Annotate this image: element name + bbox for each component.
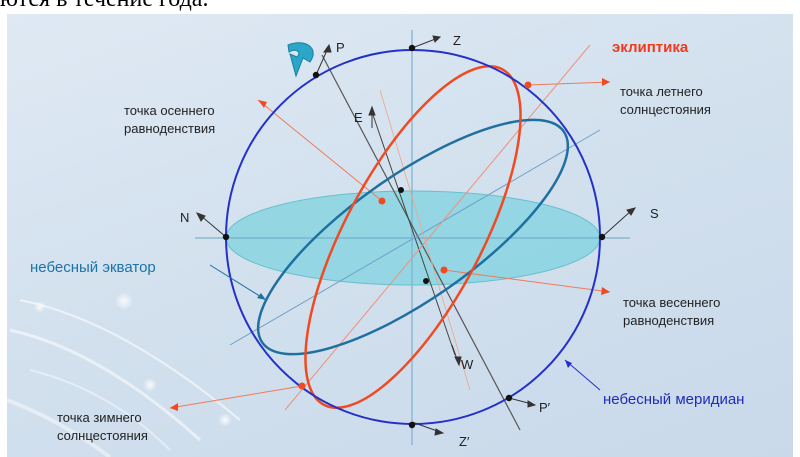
header-text: ются в течение года. xyxy=(0,0,208,13)
equator-label-pointer xyxy=(209,264,267,301)
zenith-point xyxy=(408,44,416,52)
autumn-equinox-label-line1: точка осеннего xyxy=(124,103,215,118)
north-pole-label: P xyxy=(336,40,345,55)
ecliptic-points xyxy=(298,81,532,390)
ecliptic-label: эклиптика xyxy=(612,39,689,56)
ecliptic xyxy=(304,64,522,410)
west-point xyxy=(423,278,429,284)
nadir-point xyxy=(408,421,416,429)
east-point xyxy=(398,187,404,193)
polar-axis xyxy=(321,54,521,431)
autumn-equinox-ray xyxy=(257,99,383,202)
north-point xyxy=(222,233,230,241)
summer-solstice-point xyxy=(524,81,532,89)
winter-solstice-point xyxy=(298,382,306,390)
summer-solstice-label-line1: точка летнего xyxy=(620,84,703,99)
south-label: S xyxy=(650,206,659,221)
blue-arrowheads xyxy=(257,293,572,368)
meridian-label-pointer xyxy=(564,359,601,391)
south-pole-label: P′ xyxy=(539,400,551,415)
autumn-equinox-label-line2: равноденствия xyxy=(124,121,215,136)
spring-equinox-point xyxy=(440,266,448,274)
winter-solstice-label-line2: солнцестояния xyxy=(57,428,148,443)
red-arrowheads xyxy=(170,78,610,411)
ecliptic-axis xyxy=(284,44,591,411)
autumn-equinox-point xyxy=(378,197,386,205)
nadir-label: Z′ xyxy=(459,434,470,449)
key-points xyxy=(222,44,606,429)
direction-arrows xyxy=(195,35,637,436)
spring-equinox-label-line2: равноденствия xyxy=(623,313,714,328)
decorative-streaks xyxy=(7,292,241,457)
winter-solstice-ray xyxy=(169,385,303,409)
summer-solstice-label-line2: солнцестояния xyxy=(620,102,711,117)
winter-solstice-label-line1: точка зимнего xyxy=(57,410,142,425)
celestial-meridian-label: небесный меридиан xyxy=(603,391,744,408)
equator-diameter xyxy=(229,129,601,346)
spring-equinox-label-line1: точка весеннего xyxy=(623,295,720,310)
west-label: W xyxy=(461,357,474,372)
summer-solstice-ray xyxy=(527,81,611,86)
zenith-label: Z xyxy=(453,33,461,48)
south-point xyxy=(598,233,606,241)
south-pole-point xyxy=(505,394,513,402)
celestial-sphere-diagram: эклиптика точка летнего солнцестояния то… xyxy=(7,30,744,457)
east-label: E xyxy=(354,110,363,125)
diagram-panel: эклиптика точка летнего солнцестояния то… xyxy=(7,14,793,457)
celestial-equator-label: небесный экватор xyxy=(30,259,156,276)
north-label: N xyxy=(180,210,189,225)
curved-arrow-icon xyxy=(287,42,314,78)
pole-point xyxy=(312,71,320,79)
celestial-equator xyxy=(256,118,570,356)
